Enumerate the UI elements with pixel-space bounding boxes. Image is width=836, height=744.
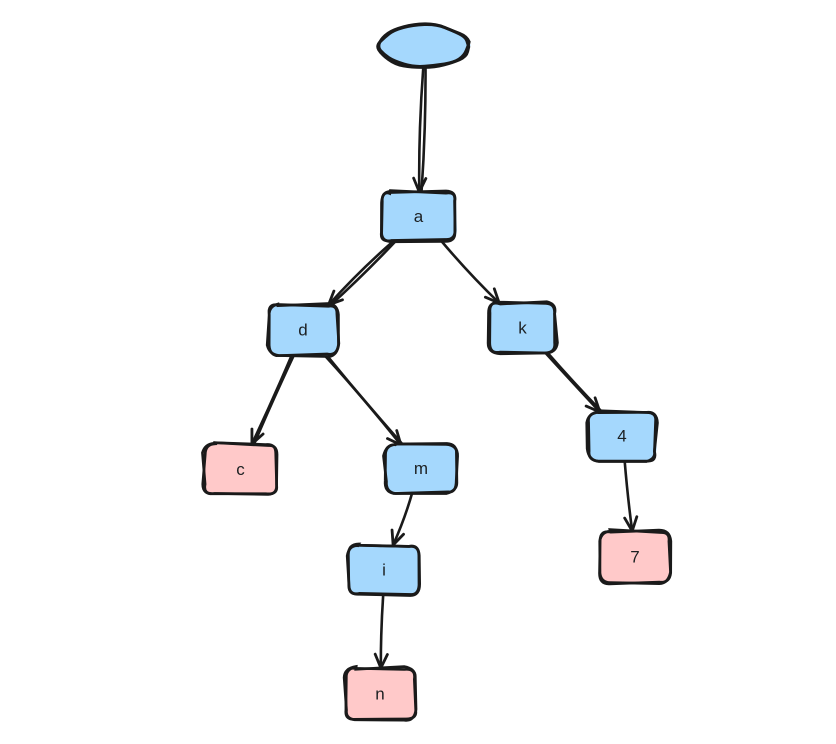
node-shape-outline <box>488 300 557 355</box>
edge-m-to-i <box>390 490 414 547</box>
node-shape-outline <box>346 542 421 596</box>
node-k[interactable]: k <box>486 300 559 356</box>
node-shape-fill <box>380 192 457 242</box>
node-shape-fill <box>488 302 557 353</box>
edge-d-to-c <box>250 353 296 446</box>
edge-k-to-four <box>544 351 604 414</box>
node-shape-outline <box>201 441 279 496</box>
node-shape-outline <box>587 410 659 463</box>
edge-d-to-m <box>323 353 405 447</box>
node-shape-outline <box>382 442 459 495</box>
node-i[interactable]: i <box>345 542 421 597</box>
node-shape-fill <box>268 304 339 356</box>
node-shape-fill <box>599 530 671 583</box>
edges-layer <box>250 65 639 670</box>
nodes-layer: a d k c m 4 i 7 n <box>201 22 673 722</box>
node-c[interactable]: c <box>201 441 279 496</box>
node-seven[interactable]: 7 <box>598 528 673 586</box>
node-shape-fill <box>348 544 421 595</box>
node-shape-fill <box>588 411 657 461</box>
node-shape-outline <box>342 664 418 722</box>
node-four[interactable]: 4 <box>585 409 659 463</box>
node-shape-fill <box>203 443 278 496</box>
node-shape-outline <box>380 189 457 244</box>
node-shape-outline <box>598 528 672 585</box>
node-shape-fill <box>344 668 416 720</box>
edge-root-to-a <box>412 65 428 194</box>
node-shape-fill <box>378 24 471 67</box>
node-shape-fill <box>384 444 457 493</box>
edge-i-to-n <box>373 593 389 670</box>
node-d[interactable]: d <box>265 302 341 358</box>
node-shape-outline <box>377 22 471 68</box>
node-a[interactable]: a <box>379 189 457 244</box>
edge-four-to-seven <box>623 458 639 533</box>
node-n[interactable]: n <box>342 664 418 722</box>
node-shape-outline <box>265 302 341 358</box>
node-root[interactable] <box>376 22 471 69</box>
edge-a-to-d <box>327 239 398 307</box>
node-m[interactable]: m <box>382 442 459 495</box>
edge-a-to-k <box>440 239 501 305</box>
